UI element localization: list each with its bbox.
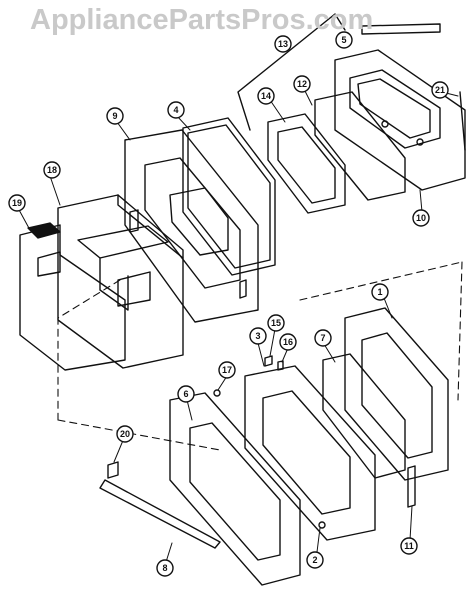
callout-9: 9 <box>106 107 124 125</box>
callout-16: 16 <box>279 333 297 351</box>
svg-text:13: 13 <box>278 39 288 49</box>
svg-text:8: 8 <box>162 563 167 573</box>
callout-11: 11 <box>400 537 418 555</box>
callout-19: 19 <box>8 194 26 212</box>
callout-5: 5 <box>335 31 353 49</box>
svg-text:11: 11 <box>404 541 414 551</box>
part-14-glass-frame <box>267 113 346 214</box>
part-21-rod <box>459 91 466 151</box>
part-1-rear-panel <box>344 307 449 481</box>
svg-text:10: 10 <box>416 213 426 223</box>
leader-lines <box>17 88 459 563</box>
part-17-screw <box>213 389 221 397</box>
part-10-outer-door <box>334 49 466 191</box>
callout-markers: 1 2 3 4 5 6 7 8 9 10 11 12 13 14 15 16 1… <box>8 31 449 577</box>
part-8-handle <box>99 479 221 549</box>
part-18-front-frame <box>57 194 184 369</box>
svg-text:19: 19 <box>12 198 22 208</box>
svg-text:9: 9 <box>112 111 117 121</box>
callout-17: 17 <box>218 361 236 379</box>
svg-text:17: 17 <box>222 365 232 375</box>
part-11-hinge <box>407 465 416 508</box>
part-5-handle-rod <box>361 23 441 35</box>
callout-6: 6 <box>177 385 195 403</box>
callout-14: 14 <box>257 87 275 105</box>
callout-13: 13 <box>274 35 292 53</box>
callout-3: 3 <box>249 327 267 345</box>
part-13-bracket-line <box>237 13 346 131</box>
svg-text:16: 16 <box>283 337 293 347</box>
svg-text:21: 21 <box>435 85 445 95</box>
svg-text:20: 20 <box>120 429 130 439</box>
part-9-inner-panel <box>124 129 259 323</box>
callout-18: 18 <box>43 161 61 179</box>
callout-20: 20 <box>116 425 134 443</box>
part-6-outer-door <box>169 392 301 586</box>
part-2-grommet <box>318 521 326 529</box>
callout-21: 21 <box>431 81 449 99</box>
svg-text:7: 7 <box>320 333 325 343</box>
part-20-bracket <box>107 461 119 479</box>
part-19-corner-piece <box>19 222 151 371</box>
svg-text:6: 6 <box>183 389 188 399</box>
callout-15: 15 <box>267 314 285 332</box>
callout-10: 10 <box>412 209 430 227</box>
svg-text:14: 14 <box>261 91 271 101</box>
part-3-door-frame <box>244 365 376 541</box>
part-12-glass-pane <box>314 91 406 201</box>
svg-text:18: 18 <box>47 165 57 175</box>
svg-text:2: 2 <box>312 555 317 565</box>
callout-2: 2 <box>306 551 324 569</box>
callout-1: 1 <box>371 283 389 301</box>
svg-text:4: 4 <box>173 105 178 115</box>
svg-text:12: 12 <box>297 79 307 89</box>
watermark-text: AppliancePartsPros.com <box>30 4 374 36</box>
part-16-screw <box>277 360 284 371</box>
callout-7: 7 <box>314 329 332 347</box>
callout-4: 4 <box>167 101 185 119</box>
part-7-glass <box>322 353 406 479</box>
svg-text:3: 3 <box>255 331 260 341</box>
part-15-clip <box>264 355 273 367</box>
callout-8: 8 <box>156 559 174 577</box>
callout-12: 12 <box>293 75 311 93</box>
svg-text:5: 5 <box>341 35 346 45</box>
svg-text:15: 15 <box>271 318 281 328</box>
svg-text:1: 1 <box>377 287 382 297</box>
part-4-gasket <box>182 117 276 276</box>
